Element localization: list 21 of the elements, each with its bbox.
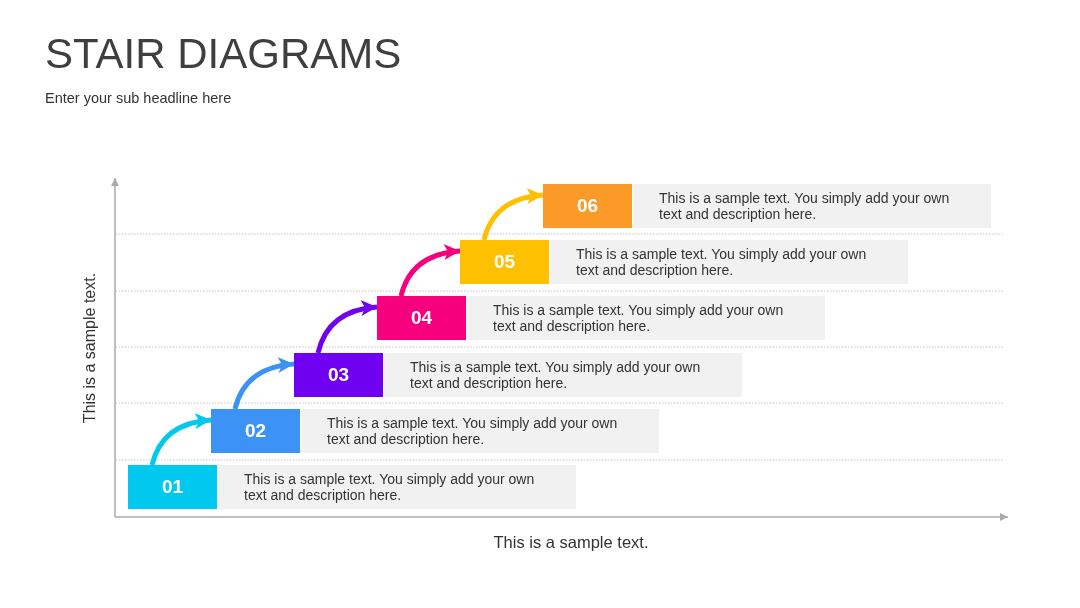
y-axis-label: This is a sample text. <box>81 272 99 424</box>
step-description-panel: This is a sample text. You simply add your own text and description here. <box>550 240 908 284</box>
curved-arrow <box>481 188 544 241</box>
step-description-panel: This is a sample text. You simply add your own text and description here. <box>633 184 991 228</box>
x-axis-label: This is a sample text. <box>493 533 649 552</box>
slide-title: STAIR DIAGRAMS <box>45 31 402 77</box>
step-description-panel: This is a sample text. You simply add your own text and description here. <box>301 409 659 453</box>
step-number-block: 02 <box>211 409 300 453</box>
curved-arrow <box>232 357 295 410</box>
curved-arrow <box>315 300 378 354</box>
curved-arrow <box>149 413 212 466</box>
step-description-panel: This is a sample text. You simply add your own text and description here. <box>467 296 825 340</box>
step-number-block: 05 <box>460 240 549 284</box>
step-number-block: 03 <box>294 353 383 397</box>
step-description-panel: This is a sample text. You simply add your own text and description here. <box>384 353 742 397</box>
subtitle: Enter your sub headline here <box>45 90 232 107</box>
step-number-block: 01 <box>128 465 217 509</box>
step-number-block: 04 <box>377 296 466 340</box>
step-description-panel: This is a sample text. You simply add your own text and description here. <box>218 465 576 509</box>
step-number-block: 06 <box>543 184 632 228</box>
curved-arrow <box>398 244 461 297</box>
